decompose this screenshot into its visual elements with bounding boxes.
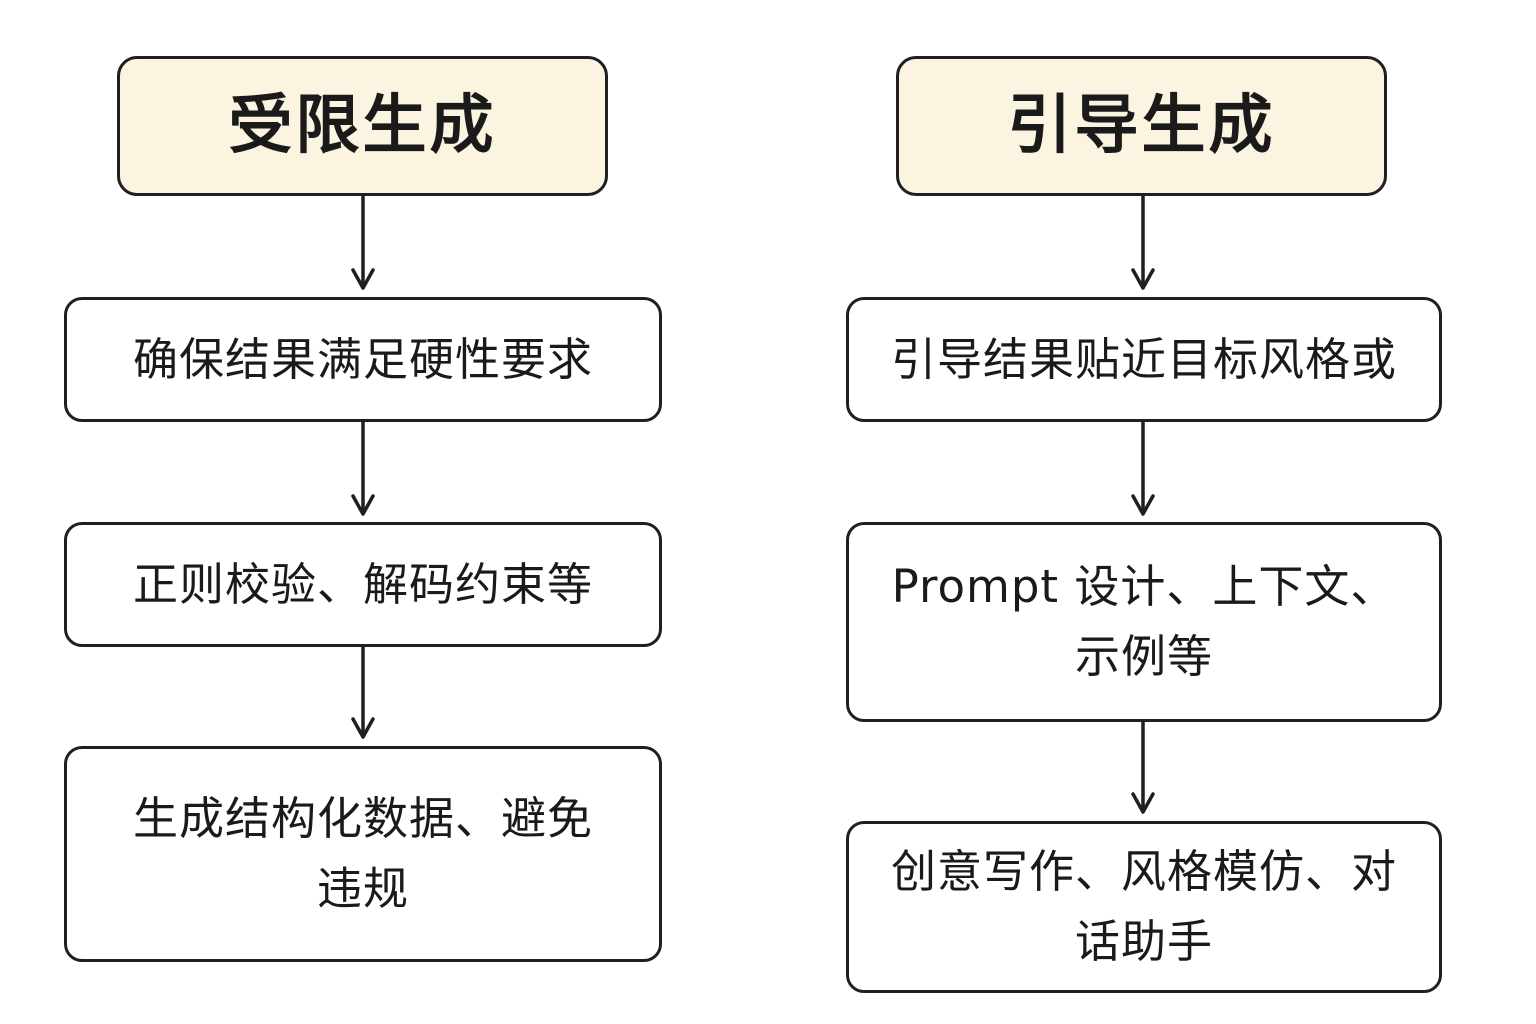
arrow-left-3 <box>351 647 375 739</box>
left-step-3-text: 生成结构化数据、避免违规 <box>132 792 593 915</box>
arrow-right-3 <box>1131 722 1155 814</box>
right-header-box: 引导生成 <box>896 56 1387 196</box>
right-step-2-box: Prompt 设计、上下文、示例等 <box>846 522 1442 722</box>
arrow-left-2 <box>351 422 375 516</box>
left-header-title: 受限生成 <box>228 88 497 163</box>
arrow-right-1 <box>1131 196 1155 290</box>
right-step-2-text: Prompt 设计、上下文、示例等 <box>891 560 1397 683</box>
arrow-right-2 <box>1131 422 1155 516</box>
right-header-title: 引导生成 <box>1007 88 1276 163</box>
arrow-left-1 <box>351 196 375 290</box>
right-step-3-box: 创意写作、风格模仿、对话助手 <box>846 821 1442 993</box>
left-step-2-box: 正则校验、解码约束等 <box>64 522 662 647</box>
left-step-2-text: 正则校验、解码约束等 <box>132 557 593 611</box>
right-step-1-text: 引导结果贴近目标风格或 <box>890 332 1397 386</box>
left-step-3-box: 生成结构化数据、避免违规 <box>64 746 662 962</box>
left-header-box: 受限生成 <box>117 56 608 196</box>
left-step-1-text: 确保结果满足硬性要求 <box>132 332 593 386</box>
right-step-1-box: 引导结果贴近目标风格或 <box>846 297 1442 422</box>
left-step-1-box: 确保结果满足硬性要求 <box>64 297 662 422</box>
right-step-3-text: 创意写作、风格模仿、对话助手 <box>890 845 1397 968</box>
